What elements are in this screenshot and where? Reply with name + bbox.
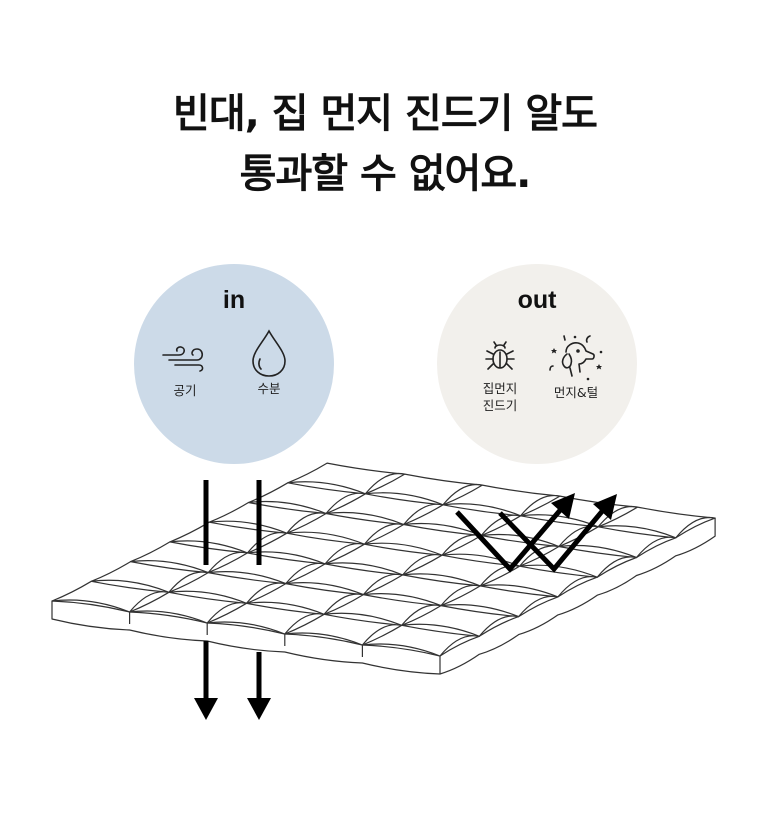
moisture-arrow [247, 480, 271, 720]
out-item-dust-mite-label-line-1: 집먼지 [482, 381, 518, 396]
in-item-moisture: 수분 [234, 328, 304, 397]
out-item-dust-mite-label-line-2: 진드기 [482, 398, 518, 413]
reflected-arrows [455, 493, 617, 573]
in-item-moisture-label: 수분 [257, 381, 281, 396]
in-title: in [222, 286, 246, 314]
headline-line-1: 빈대, 집 먼지 진드기 알도 [173, 91, 598, 137]
wind-icon [162, 346, 204, 372]
in-panel: in 공기 수분 [134, 264, 334, 464]
out-item-dust-mite-label: 집먼지 진드기 [465, 380, 535, 414]
air-arrow [194, 480, 218, 720]
pass-through-arrows [194, 480, 271, 720]
out-item-dust-mite: 집먼지 진드기 [465, 340, 535, 414]
dust-mite-reflected-arrow [455, 493, 575, 573]
in-item-air: 공기 [150, 336, 220, 399]
dust-mite-icon [485, 341, 515, 370]
in-item-air-label: 공기 [173, 383, 197, 398]
out-title: out [517, 286, 557, 314]
out-item-dust-hair: 먼지&털 [541, 328, 611, 401]
hair-reflected-arrow [498, 494, 617, 573]
dog-dander-icon [549, 335, 603, 381]
water-drop-icon [252, 329, 286, 377]
headline-line-2: 통과할 수 없어요. [239, 151, 532, 197]
headline: 빈대, 집 먼지 진드기 알도 통과할 수 없어요. [0, 84, 770, 204]
out-panel: out 집먼지 진드기 [437, 264, 637, 464]
out-item-dust-hair-label: 먼지&털 [553, 385, 599, 400]
quilted-fabric-layer [51, 462, 716, 675]
